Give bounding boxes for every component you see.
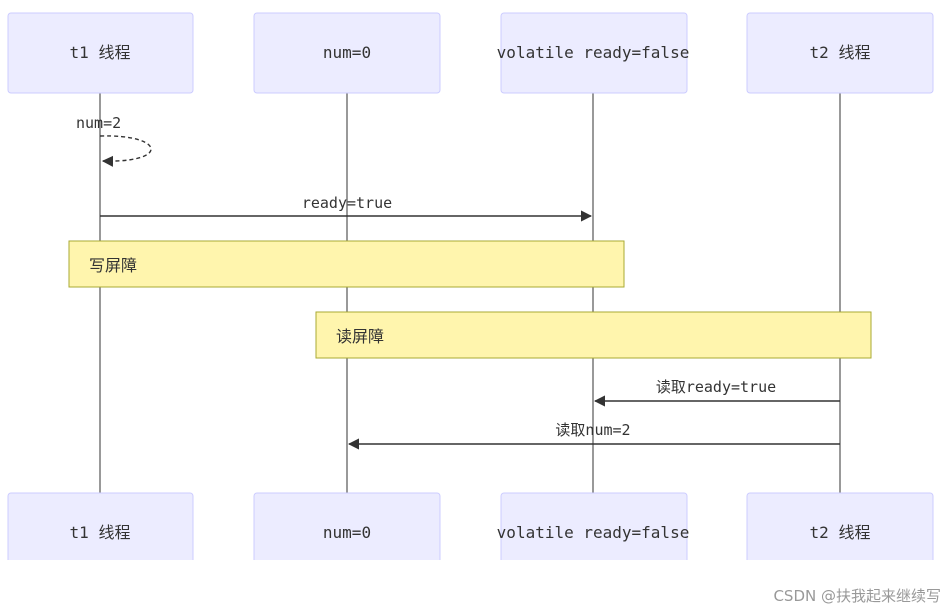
message-read-ready: 读取ready=true [593,378,840,407]
self-loop-arrow [99,135,152,167]
actor-t2-bottom-label: t2 线程 [810,523,871,542]
message-num-assign-label: num=2 [76,114,121,132]
note-read-barrier: 读屏障 [315,311,872,359]
actor-t2-top: t2 线程 [746,12,934,94]
actor-num-top-label: num=0 [323,43,371,62]
message-read-ready-label: 读取ready=true [656,378,776,396]
csdn-credit: CSDN @扶我起来继续写 [773,587,941,605]
actor-num-top: num=0 [253,12,441,94]
actor-num-bottom-label: num=0 [323,523,371,542]
actor-ready-top-label: volatile ready=false [497,43,690,62]
note-write-barrier: 写屏障 [68,240,625,288]
actor-num-bottom: num=0 [253,492,441,574]
bottom-crop-band [0,560,947,612]
message-ready-true-label: ready=true [302,194,392,212]
actor-t1-top: t1 线程 [7,12,194,94]
actor-ready-bottom: volatile ready=false [497,492,690,574]
actor-ready-bottom-label: volatile ready=false [497,523,690,542]
message-ready-true: ready=true [100,194,593,222]
actor-t1-top-label: t1 线程 [70,43,131,62]
message-read-num-label: 读取num=2 [555,421,630,439]
note-read-barrier-label: 读屏障 [336,327,384,346]
actor-t2-bottom: t2 线程 [746,492,934,574]
message-read-num: 读取num=2 [347,421,840,450]
actor-ready-top: volatile ready=false [497,12,690,94]
actor-t2-top-label: t2 线程 [810,43,871,62]
message-num-assign: num=2 [76,114,152,167]
actor-t1-bottom-label: t1 线程 [70,523,131,542]
note-write-barrier-label: 写屏障 [89,256,137,275]
